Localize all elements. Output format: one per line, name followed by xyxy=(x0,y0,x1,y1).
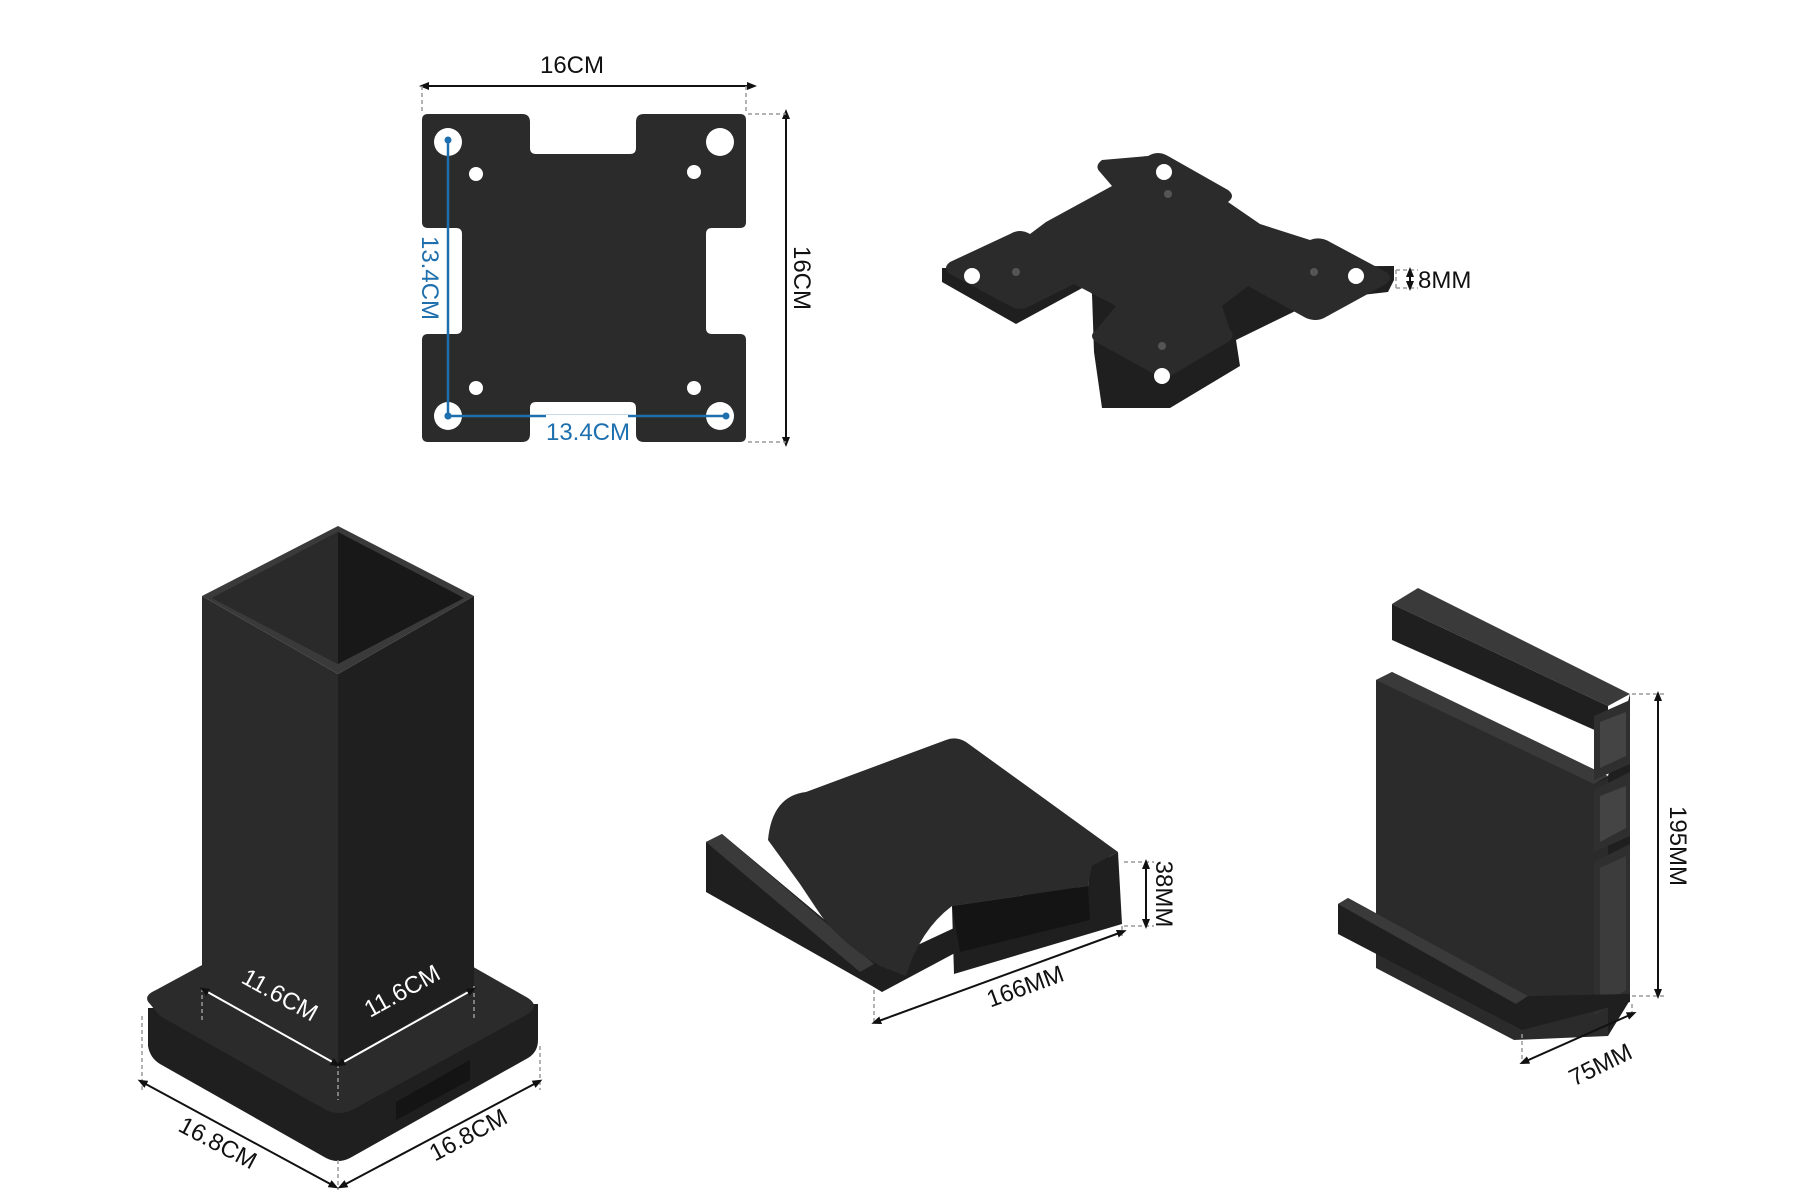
iso-hole xyxy=(1154,368,1170,384)
tower-base-depth-label: 16.8CM xyxy=(425,1104,512,1167)
cradle-height-label: 38MM xyxy=(1150,861,1177,928)
tower-column-left xyxy=(202,596,338,1064)
vesa-plate-top-view: 13.4CM 13.4CM 16CM 16CM xyxy=(416,52,815,447)
cradle-holder: 38MM 166MM xyxy=(706,738,1177,1025)
tower-inner-width-line xyxy=(199,987,341,1067)
plate-height-label: 16CM xyxy=(788,246,815,310)
plate-top-shape xyxy=(422,114,746,442)
mount-hole-large xyxy=(706,128,734,156)
stand-height-label: 195MM xyxy=(1664,806,1691,886)
iso-hole xyxy=(1310,268,1318,276)
stand-width-dimension-line xyxy=(1519,1011,1637,1065)
cradle-length-dimension-line xyxy=(871,929,1127,1025)
mount-hole-small xyxy=(687,381,701,395)
tower-base-width-line xyxy=(137,1079,339,1189)
iso-hole xyxy=(964,268,980,284)
plate-width-label: 16CM xyxy=(540,52,604,79)
tower-holder: 11.6CM 11.6CM 16.8CM 16.8CM xyxy=(137,526,543,1190)
hole-spacing-horizontal-label: 13.4CM xyxy=(546,419,630,446)
iso-hole xyxy=(1158,342,1166,350)
iso-hole xyxy=(1348,268,1364,284)
iso-hole xyxy=(1156,164,1172,180)
mount-hole-small xyxy=(469,381,483,395)
plate-thickness-label: 8MM xyxy=(1418,267,1471,294)
mount-hole-small xyxy=(687,165,701,179)
mount-hole-small xyxy=(469,167,483,181)
tower-base-width-label: 16.8CM xyxy=(174,1112,261,1175)
tower-inner-depth-line xyxy=(335,987,477,1067)
iso-hole xyxy=(1012,268,1020,276)
stand-back-top xyxy=(1392,588,1630,706)
tower-column-right xyxy=(338,596,474,1064)
stand-width-label: 75MM xyxy=(1565,1039,1637,1093)
plate-iso-top xyxy=(946,153,1390,377)
iso-hole xyxy=(1164,190,1172,198)
vertical-stand: 195MM 75MM xyxy=(1338,588,1691,1092)
cradle-body-top xyxy=(768,738,1118,976)
vesa-plate-isometric-view: 8MM xyxy=(942,153,1471,408)
hole-spacing-vertical-label: 13.4CM xyxy=(416,236,443,320)
cradle-length-label: 166MM xyxy=(983,961,1067,1014)
stand-back-face xyxy=(1392,604,1608,736)
tower-base-depth-line xyxy=(337,1079,543,1189)
cradle-lip-top xyxy=(706,834,874,972)
stand-front-top xyxy=(1376,672,1608,784)
